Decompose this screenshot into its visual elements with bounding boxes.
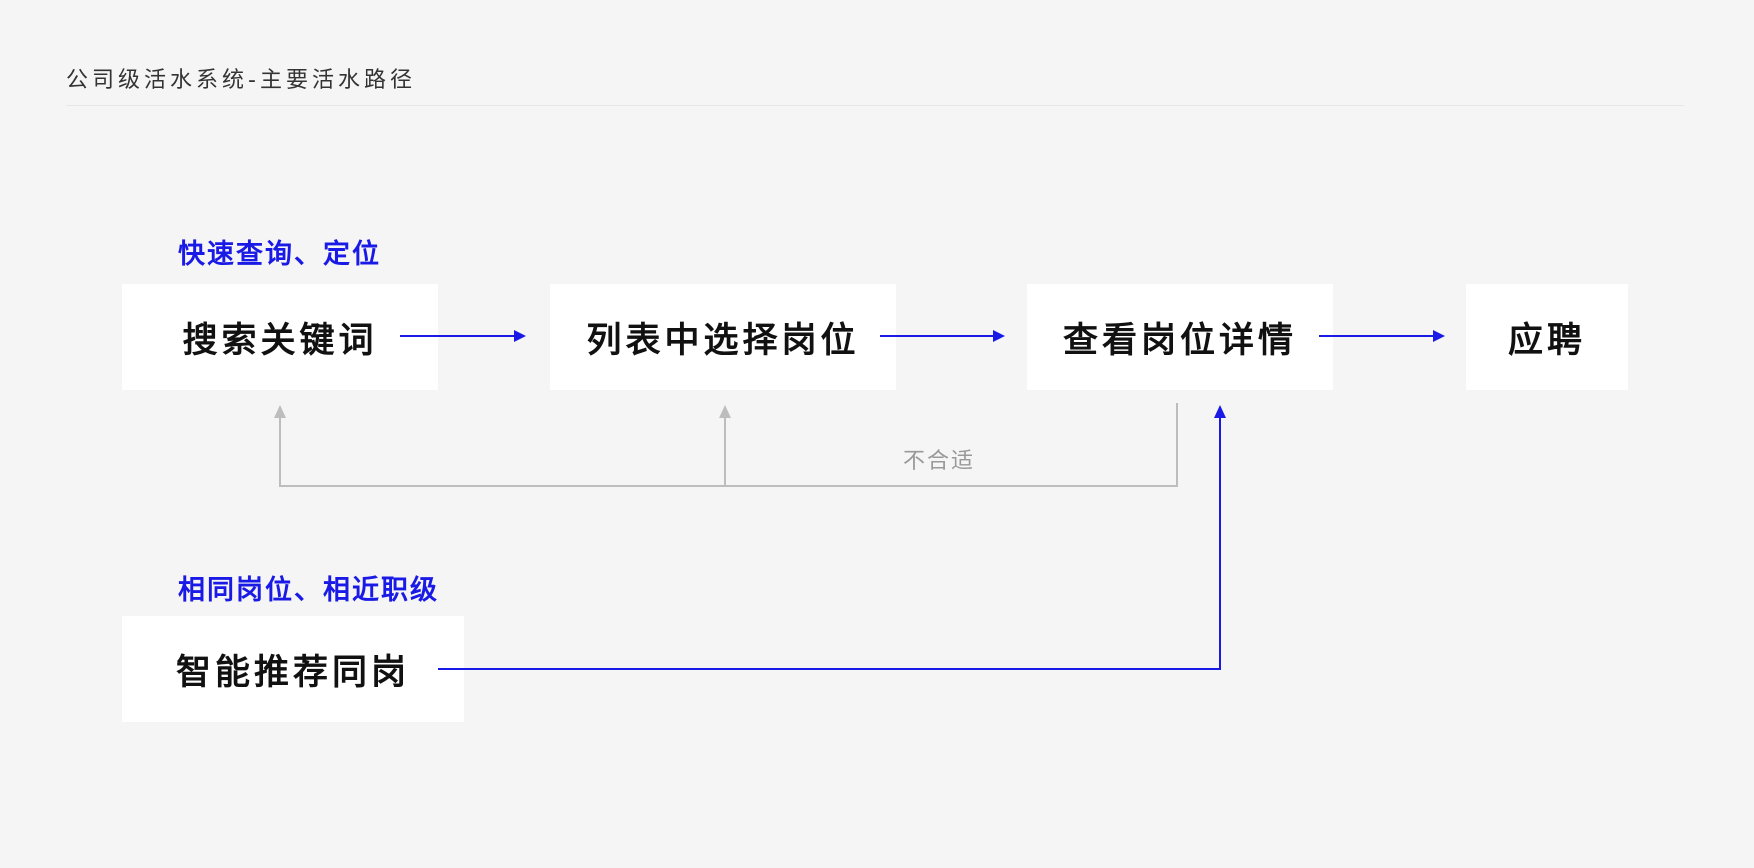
feedback-loop	[274, 403, 1178, 487]
node-apply-label: 应聘	[1507, 320, 1586, 361]
group-label-recommend: 相同岗位、相近职级	[178, 575, 439, 606]
node-select-from-list-label: 列表中选择岗位	[586, 320, 860, 361]
node-smart-recommend-label: 智能推荐同岗	[175, 652, 410, 693]
node-view-details-label: 查看岗位详情	[1062, 320, 1297, 361]
feedback-label: 不合适	[903, 449, 976, 474]
page-title: 公司级活水系统-主要活水路径	[66, 68, 416, 93]
node-smart-recommend: 智能推荐同岗	[122, 616, 464, 722]
node-search-keyword-label: 搜索关键词	[182, 320, 378, 361]
node-select-from-list: 列表中选择岗位	[550, 284, 896, 390]
group-label-search: 快速查询、定位	[178, 239, 381, 270]
arrow-details-to-apply	[1319, 330, 1445, 342]
arrow-recommend-to-details	[438, 405, 1226, 670]
feedback-arrow-to-list	[719, 405, 731, 418]
node-view-details: 查看岗位详情	[1027, 284, 1333, 390]
node-apply: 应聘	[1466, 284, 1628, 390]
feedback-arrow-to-search	[274, 405, 286, 418]
title-divider	[66, 105, 1684, 106]
node-search-keyword: 搜索关键词	[122, 284, 438, 390]
arrow-list-to-details	[880, 330, 1005, 342]
